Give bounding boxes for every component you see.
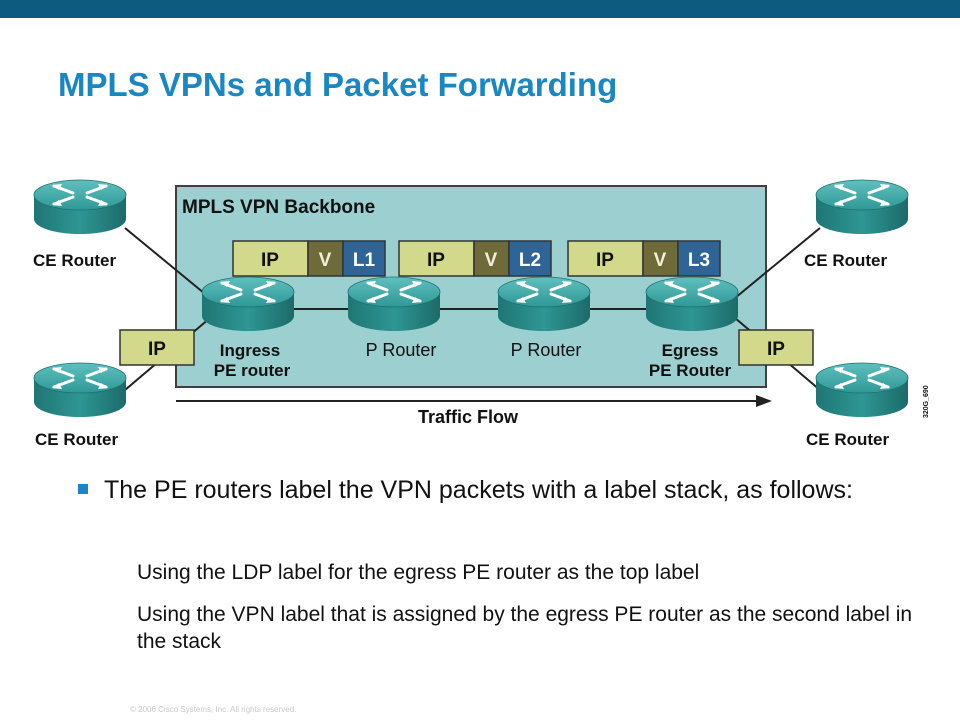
ce-router-top-left-icon — [32, 178, 128, 236]
label-stack-1: IP V L1 — [232, 240, 386, 277]
ce-router-top-right-icon — [814, 178, 910, 236]
stack3-vpn-label: V — [654, 250, 667, 271]
sub-bullet-1: Using the LDP label for the egress PE ro… — [137, 561, 700, 584]
ce-router-bottom-right-icon — [814, 361, 910, 419]
ce-router-top-right-label: CE Router — [804, 251, 888, 270]
stack1-ip: IP — [261, 250, 279, 271]
stack1-vpn-label: V — [319, 250, 332, 271]
ip-packet-right — [738, 329, 814, 366]
top-banner — [0, 0, 960, 18]
p-router-2-icon — [496, 275, 592, 333]
main-bullet-text: The PE routers label the VPN packets wit… — [104, 476, 853, 504]
egress-label-line2: PE Router — [649, 361, 732, 380]
stack1-ldp-label: L1 — [353, 250, 376, 271]
ip-packet-right-label: IP — [767, 339, 785, 360]
ce-router-bottom-left-label: CE Router — [35, 430, 119, 449]
label-stack-2: IP V L2 — [398, 240, 552, 277]
bullet-square-icon — [78, 484, 88, 494]
ce-router-bottom-left-icon — [32, 361, 128, 419]
p-router-2-label: P Router — [511, 340, 582, 360]
p-router-1-label: P Router — [366, 340, 437, 360]
copyright-notice: © 2006 Cisco Systems, Inc. All rights re… — [130, 705, 297, 714]
label-stack-3: IP V L3 — [567, 240, 721, 277]
ingress-pe-router-icon — [200, 275, 296, 333]
traffic-flow-label: Traffic Flow — [418, 407, 519, 427]
main-bullet: The PE routers label the VPN packets wit… — [78, 474, 878, 506]
ingress-label-line2: PE router — [214, 361, 291, 380]
sub-bullet-2: Using the VPN label that is assigned by … — [137, 603, 913, 653]
stack3-ldp-label: L3 — [688, 250, 710, 271]
stack2-ldp-label: L2 — [519, 250, 541, 271]
mpls-vpn-diagram: MPLS VPN Backbone IP V L1 IP V L2 IP V L… — [32, 178, 930, 449]
stack2-vpn-label: V — [485, 250, 498, 271]
backbone-label: MPLS VPN Backbone — [182, 197, 375, 218]
stack3-ip: IP — [596, 250, 614, 271]
egress-label-line1: Egress — [662, 341, 719, 360]
ce-router-top-left-label: CE Router — [33, 251, 117, 270]
ip-packet-left — [119, 329, 195, 366]
stack2-ip: IP — [427, 250, 445, 271]
egress-pe-router-icon — [644, 275, 740, 333]
p-router-1-icon — [346, 275, 442, 333]
ip-packet-left-label: IP — [148, 339, 166, 360]
figure-id: 320G_690 — [923, 385, 930, 418]
ce-router-bottom-right-label: CE Router — [806, 430, 890, 449]
slide-title: MPLS VPNs and Packet Forwarding — [58, 66, 618, 103]
traffic-flow-arrowhead — [756, 395, 772, 407]
ingress-label-line1: Ingress — [220, 341, 280, 360]
